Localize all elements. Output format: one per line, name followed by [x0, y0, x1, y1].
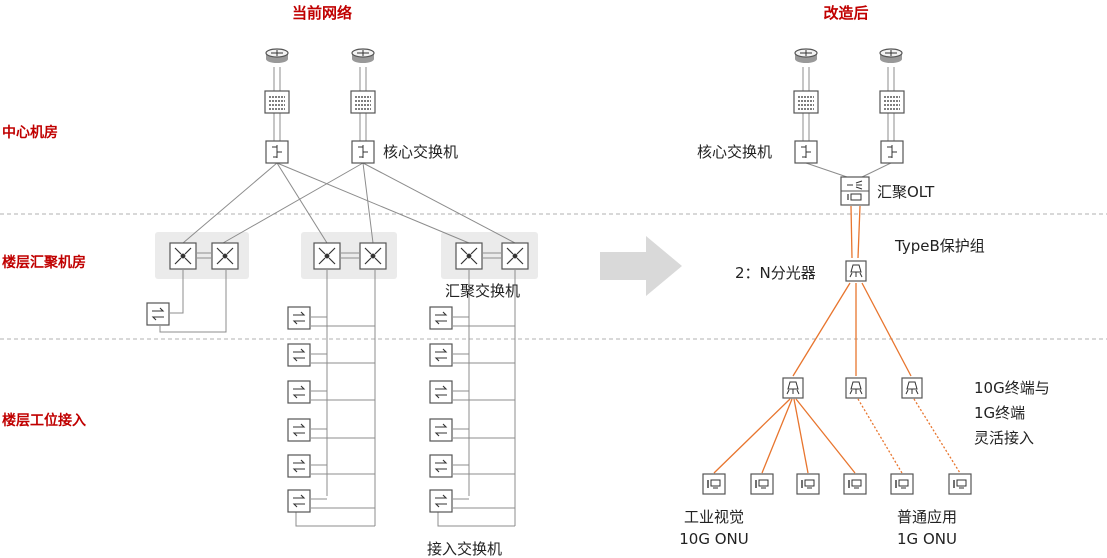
access-switch-icon [429, 454, 453, 478]
access-switch-icon [429, 489, 453, 513]
firewall-icon [879, 90, 905, 114]
access-switch-icon [287, 489, 311, 513]
access-switch-icon [287, 418, 311, 442]
left-links [159, 67, 516, 527]
access-switch-icon [287, 380, 311, 404]
aggregation-switch-icon [501, 242, 529, 270]
label-core-switch: 核心交换机 [383, 143, 458, 161]
label-core-switch-right: 核心交换机 [697, 143, 772, 161]
splitter-icon [845, 377, 867, 399]
splitter-icon [901, 377, 923, 399]
label-normal-1: 普通应用 [897, 508, 957, 526]
splitter-icon [782, 377, 804, 399]
label-typeb: TypeB保护组 [894, 237, 985, 255]
aggregation-switch-icon [359, 242, 387, 270]
core-switch-icon [265, 140, 289, 164]
aggregation-switch-icon [455, 242, 483, 270]
firewall-icon [350, 90, 376, 114]
access-switch-icon [429, 418, 453, 442]
access-switch-icon [429, 380, 453, 404]
onu-icon [843, 473, 867, 495]
olt-icon [840, 176, 870, 206]
label-olt: 汇聚OLT [877, 183, 935, 201]
aggregation-switch-icon [313, 242, 341, 270]
access-switch-icon [287, 454, 311, 478]
label-industrial-1: 工业视觉 [684, 508, 744, 526]
zone-aggregation: 楼层汇聚机房 [2, 254, 86, 271]
onu-icon [702, 473, 726, 495]
title-after: 改造后 [823, 4, 868, 22]
core-switch-icon [880, 140, 904, 164]
firewall-icon [793, 90, 819, 114]
router-icon [794, 48, 818, 64]
note-line-2: 1G终端 [974, 404, 1025, 422]
title-current: 当前网络 [292, 4, 352, 22]
onu-icon [890, 473, 914, 495]
access-switch-icon [287, 343, 311, 367]
router-icon [351, 48, 375, 64]
label-industrial-2: 10G ONU [679, 530, 749, 548]
right-copper-links [802, 67, 895, 179]
note-line-1: 10G终端与 [974, 379, 1050, 397]
label-agg-switch: 汇聚交换机 [445, 282, 520, 300]
zone-access: 楼层工位接入 [2, 412, 86, 429]
label-access-switch: 接入交换机 [427, 540, 502, 558]
access-switch-icon [287, 306, 311, 330]
transition-arrow [600, 236, 682, 296]
onu-icon [948, 473, 972, 495]
core-switch-icon [351, 140, 375, 164]
aggregation-switch-icon [211, 242, 239, 270]
onu-icon [750, 473, 774, 495]
firewall-icon [264, 90, 290, 114]
router-icon [265, 48, 289, 64]
splitter-icon [845, 260, 867, 282]
label-splitter: 2：N分光器 [735, 264, 816, 282]
note-line-3: 灵活接入 [974, 429, 1034, 447]
core-switch-icon [794, 140, 818, 164]
access-switch-icon [429, 306, 453, 330]
router-icon [879, 48, 903, 64]
access-switch-icon [146, 302, 170, 326]
fiber-links [713, 205, 961, 474]
aggregation-switch-icon [169, 242, 197, 270]
zone-center: 中心机房 [2, 124, 58, 141]
access-switch-icon [429, 343, 453, 367]
onu-icon [796, 473, 820, 495]
label-normal-2: 1G ONU [897, 530, 957, 548]
